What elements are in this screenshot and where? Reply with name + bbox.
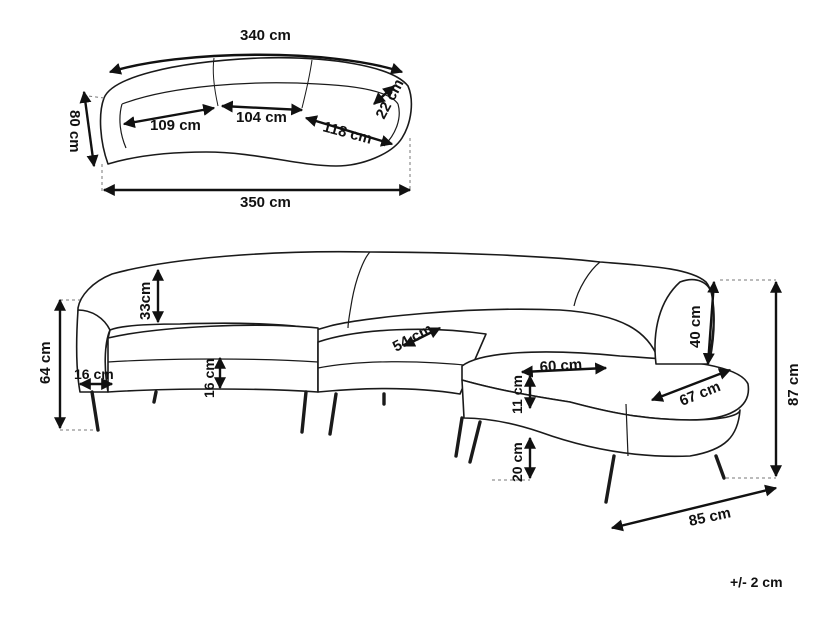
dim-54-line bbox=[402, 326, 442, 348]
leg-7 bbox=[468, 420, 482, 464]
dim-67-line bbox=[650, 368, 732, 402]
top-view-seam-1 bbox=[212, 57, 219, 107]
leg-4 bbox=[328, 392, 338, 436]
dim-80-label: 80 cm bbox=[66, 110, 83, 153]
dim-109-line bbox=[122, 103, 216, 129]
leg-6 bbox=[454, 416, 464, 458]
top-view: 340 cm 350 cm 80 cm 22 cm 109 cm 104 cm … bbox=[66, 27, 413, 211]
leg-3 bbox=[300, 390, 308, 434]
dim-118-line bbox=[304, 115, 394, 147]
leg-9 bbox=[714, 454, 726, 480]
dim-87-label: 87 cm bbox=[785, 363, 802, 406]
dim-22-line bbox=[373, 85, 395, 105]
leg-8 bbox=[604, 454, 616, 504]
top-view-seat-front bbox=[119, 103, 127, 149]
leg-1 bbox=[90, 390, 100, 432]
tolerance-note: +/- 2 cm bbox=[730, 574, 783, 590]
dim-16h-label: 16 cm bbox=[201, 358, 217, 398]
dim-11-label: 11 cm bbox=[509, 375, 525, 414]
dim-60-line bbox=[520, 362, 608, 378]
back-seam-left bbox=[347, 251, 371, 329]
left-arm bbox=[75, 309, 111, 393]
dim-104-line bbox=[220, 100, 304, 116]
dim-104-label: 104 cm bbox=[236, 109, 287, 126]
dim-80-line bbox=[79, 90, 99, 168]
dim-85-line bbox=[610, 484, 778, 532]
dim-340-line bbox=[108, 53, 404, 75]
dim-40-line bbox=[702, 280, 720, 366]
leg-2 bbox=[152, 390, 158, 404]
dim-40-label: 40 cm bbox=[687, 305, 704, 348]
dim-109-label: 109 cm bbox=[150, 117, 201, 134]
dim-60-label: 60 cm bbox=[539, 356, 583, 376]
front-view: 64 cm 16 cm 33cm 16 cm 54 cm 60 cm 40 cm… bbox=[37, 250, 802, 532]
back-seam-right bbox=[573, 261, 601, 307]
dim-16w-label: 16 cm bbox=[74, 366, 114, 382]
dim-20-label: 20 cm bbox=[509, 442, 525, 482]
dim-350-label: 350 cm bbox=[240, 194, 291, 211]
dim-64-label: 64 cm bbox=[37, 341, 54, 384]
dim-33-label: 33cm bbox=[137, 282, 154, 320]
dim-340-label: 340 cm bbox=[240, 27, 291, 44]
